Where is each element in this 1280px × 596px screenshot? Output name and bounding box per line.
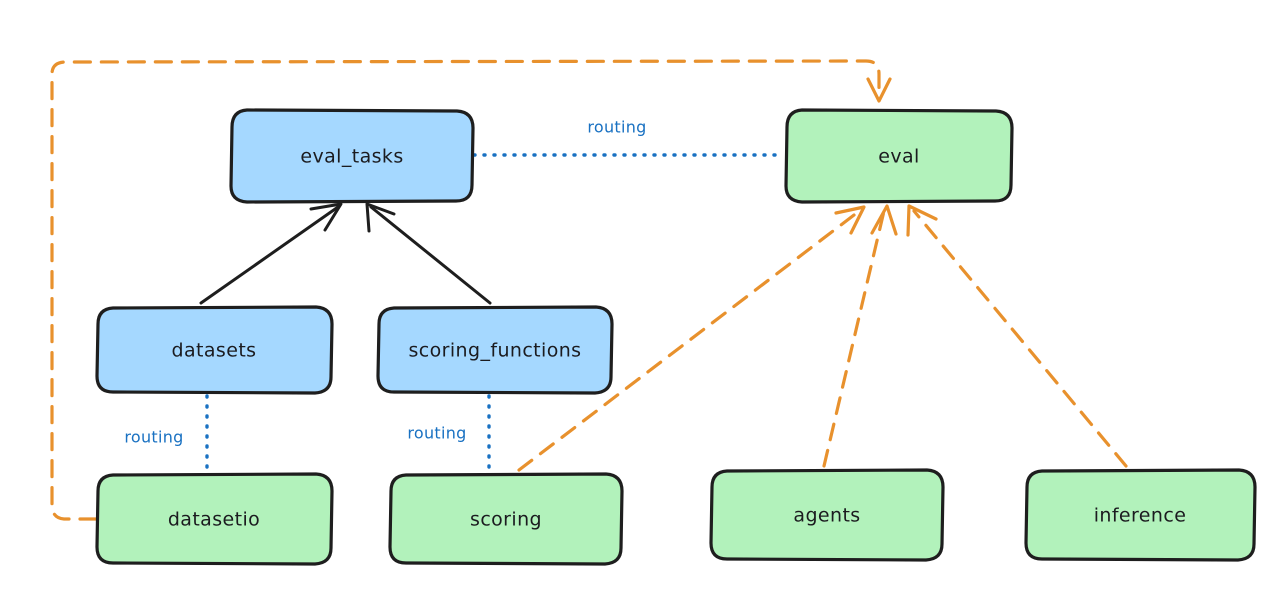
node-label-scoring: scoring xyxy=(470,509,542,531)
edge-datasets-to-eval-tasks xyxy=(199,202,343,305)
node-label-agents: agents xyxy=(793,505,860,527)
node-datasets[interactable]: datasets xyxy=(95,305,334,395)
node-label-eval: eval xyxy=(878,146,919,168)
edge-label-routing-datasetio: routing xyxy=(124,428,183,447)
node-label-scoring-functions: scoring_functions xyxy=(409,340,582,362)
edge-label-routing-scoring: routing xyxy=(407,424,466,443)
edge-datasetio-to-eval xyxy=(50,59,892,521)
node-scoring[interactable]: scoring xyxy=(388,472,624,566)
node-label-datasetio: datasetio xyxy=(168,509,260,531)
edge-scoring-to-eval xyxy=(517,205,866,472)
node-label-eval-tasks: eval_tasks xyxy=(300,146,403,168)
edge-scoring-functions-to-eval-tasks xyxy=(365,202,492,305)
edge-label-routing-eval: routing xyxy=(587,118,646,137)
node-label-inference: inference xyxy=(1094,505,1187,527)
node-eval[interactable]: eval xyxy=(784,108,1014,204)
node-datasetio[interactable]: datasetio xyxy=(95,472,334,566)
edge-agents-to-eval xyxy=(822,204,898,468)
node-scoring-functions[interactable]: scoring_functions xyxy=(376,305,614,395)
node-agents[interactable]: agents xyxy=(709,468,945,562)
edge-inference-to-eval xyxy=(906,204,1128,468)
node-eval-tasks[interactable]: eval_tasks xyxy=(229,108,475,204)
node-inference[interactable]: inference xyxy=(1024,468,1257,562)
node-label-datasets: datasets xyxy=(172,340,257,362)
